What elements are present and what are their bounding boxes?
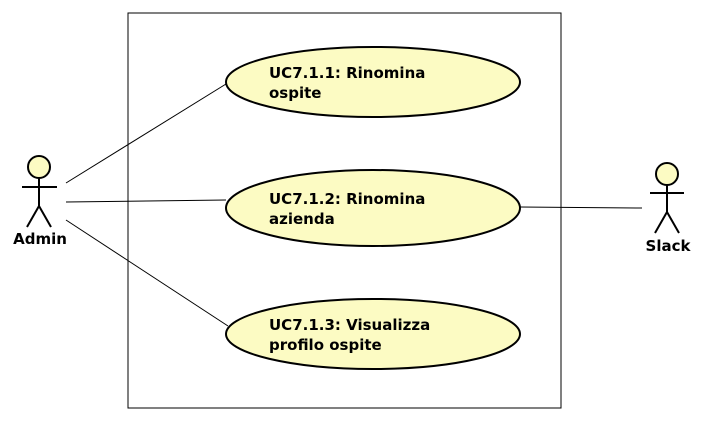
association-admin-uc-7-1-2	[65, 199, 227, 203]
use-case-ellipse	[225, 169, 521, 247]
use-case-uc-7-1-2[interactable]: UC7.1.2: Rinomina azienda	[225, 169, 521, 247]
stick-figure-icon	[22, 155, 57, 228]
actor-admin[interactable]: Admin	[13, 155, 67, 248]
use-case-title-line2: azienda	[269, 210, 335, 228]
use-case-title-line2: ospite	[269, 84, 321, 102]
association-admin-uc-7-1-1	[65, 83, 227, 184]
association-admin-uc-7-1-3	[65, 219, 229, 327]
actor-name: Slack	[646, 237, 692, 255]
use-case-title: UC7.1.2: Rinomina	[269, 190, 425, 208]
actor-name: Admin	[13, 230, 67, 248]
use-case-uc-7-1-3[interactable]: UC7.1.3: Visualizza profilo ospite	[225, 298, 521, 370]
actor-slack[interactable]: Slack	[646, 162, 692, 255]
use-case-ellipse	[225, 46, 521, 118]
use-case-uc-7-1-1[interactable]: UC7.1.1: Rinomina ospite	[225, 46, 521, 118]
use-case-ellipse	[225, 298, 521, 370]
use-case-title: UC7.1.1: Rinomina	[269, 64, 425, 82]
use-case-title: UC7.1.3: Visualizza	[269, 316, 430, 334]
stick-figure-icon	[650, 162, 684, 234]
use-case-title-line2: profilo ospite	[269, 336, 382, 354]
association-slack-uc-7-1-2	[519, 206, 643, 209]
